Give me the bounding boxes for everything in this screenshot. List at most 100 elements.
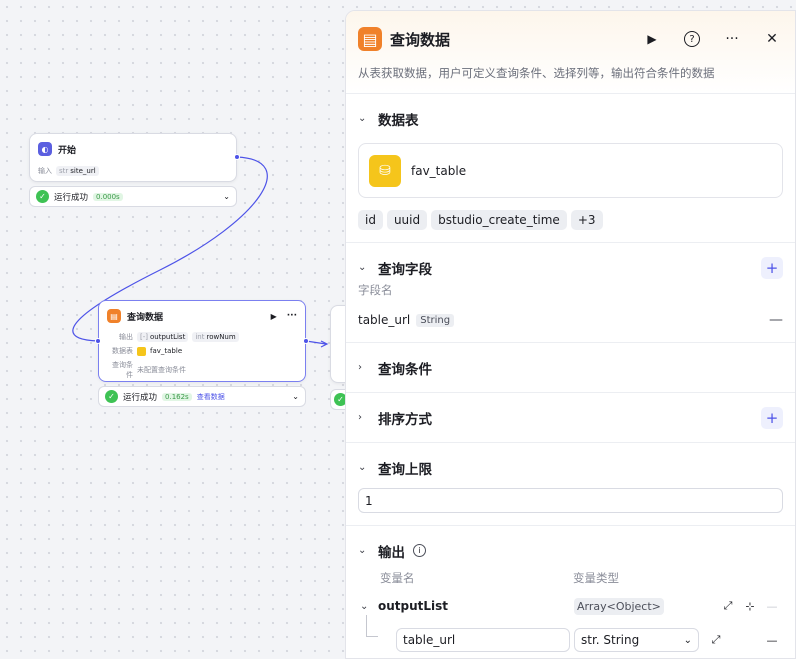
connection-lines — [72, 156, 329, 348]
start-output-port[interactable] — [234, 154, 240, 160]
section-table-header[interactable]: ⌄ 数据表 — [358, 94, 783, 143]
query-icon: ▤ — [107, 309, 121, 323]
output-var-name: outputList — [378, 599, 449, 613]
table-label: 数据表 — [112, 347, 133, 355]
status-text: 运行成功 — [123, 392, 158, 403]
output-var-type: Array<Object> — [574, 597, 664, 615]
section-table: ⌄ 数据表 ⛁ fav_table id uuid bstudio_create… — [346, 94, 795, 243]
chevron-right-icon[interactable]: › — [358, 362, 362, 373]
remove-icon[interactable]: — — [766, 599, 778, 613]
play-icon[interactable]: ▶ — [647, 32, 657, 46]
section-conditions-header[interactable]: › 查询条件 — [358, 343, 783, 392]
table-mini-icon — [137, 346, 146, 356]
tree-line — [366, 615, 378, 637]
child-name-input[interactable]: table_url — [396, 628, 570, 652]
section-title: 排序方式 — [378, 411, 432, 428]
section-sort-header[interactable]: › 排序方式 + — [358, 393, 783, 442]
field-row: table_url String — — [358, 304, 783, 336]
section-title: 查询条件 — [378, 361, 432, 378]
more-icon[interactable]: ··· — [286, 311, 297, 321]
section-title: 查询字段 — [378, 261, 432, 278]
child-type-value: str. String — [581, 633, 640, 647]
child-type-select[interactable]: str. String ⌄ — [574, 628, 699, 652]
chevron-down-icon[interactable]: ⌄ — [223, 192, 230, 201]
close-icon[interactable]: ✕ — [766, 31, 778, 47]
panel-header: ▤ 查询数据 ▶ ? ··· ✕ 从表获取数据，用户可定义查询条件、选择列等，输… — [346, 11, 795, 94]
chevron-down-icon[interactable]: ⌄ — [292, 392, 299, 401]
query-output-port[interactable] — [303, 338, 309, 344]
table-name: fav_table — [150, 347, 183, 355]
query-icon: ▤ — [358, 27, 382, 51]
query-node-title: 查询数据 — [127, 312, 164, 323]
condition-label: 查询条件 — [112, 361, 133, 379]
play-icon[interactable]: ▶ — [270, 311, 277, 321]
column-chips: id uuid bstudio_create_time +3 — [358, 198, 783, 242]
info-icon[interactable]: i — [413, 544, 426, 557]
expand-icon[interactable]: ⤢ — [711, 633, 721, 646]
var-name-header: 变量名 — [380, 571, 415, 585]
output-tag-list: [-]outputList — [137, 332, 189, 342]
success-icon: ✓ — [334, 393, 347, 406]
query-input-port[interactable] — [95, 338, 101, 344]
field-type: String — [416, 313, 455, 327]
output-label: 输出 — [119, 333, 133, 341]
column-chip: uuid — [386, 210, 428, 230]
panel-title: 查询数据 — [390, 30, 451, 49]
chevron-down-icon[interactable]: ⌄ — [358, 113, 367, 124]
section-title: 查询上限 — [378, 461, 432, 478]
chevron-down-icon[interactable]: ⌄ — [358, 462, 367, 473]
remove-icon[interactable]: — — [766, 633, 778, 647]
more-columns-chip[interactable]: +3 — [570, 210, 603, 230]
chevron-down-icon[interactable]: ⌄ — [360, 600, 369, 612]
node-config-panel: ▤ 查询数据 ▶ ? ··· ✕ 从表获取数据，用户可定义查询条件、选择列等，输… — [345, 10, 796, 659]
section-sort: › 排序方式 + — [346, 393, 795, 443]
status-text: 运行成功 — [54, 192, 89, 203]
status-time: 0.162s — [162, 392, 192, 401]
section-limit-header[interactable]: ⌄ 查询上限 — [358, 443, 783, 492]
input-label: 输入 — [38, 167, 52, 175]
section-fields: ⌄ 查询字段 + 字段名 table_url String — — [346, 243, 795, 343]
table-card[interactable]: ⛁ fav_table — [358, 143, 783, 198]
section-fields-header[interactable]: ⌄ 查询字段 + — [358, 243, 783, 292]
remove-field-button[interactable]: — — [769, 312, 783, 328]
chevron-right-icon[interactable]: › — [358, 412, 362, 423]
field-name-label: 字段名 — [358, 283, 393, 297]
field-name: table_url — [358, 313, 411, 327]
status-time: 0.000s — [93, 192, 123, 201]
section-title: 数据表 — [378, 112, 419, 129]
chevron-down-icon: ⌄ — [683, 634, 692, 646]
chevron-down-icon[interactable]: ⌄ — [358, 262, 367, 273]
add-field-button[interactable]: + — [761, 256, 783, 279]
more-icon[interactable]: ··· — [725, 31, 739, 47]
start-node-title: 开始 — [58, 145, 77, 156]
section-output: ⌄ 输出 i 变量名 变量类型 ⌄ outputList Array<Objec… — [346, 526, 795, 657]
success-icon: ✓ — [36, 190, 49, 203]
limit-input[interactable]: 1 — [358, 488, 783, 513]
column-chip: bstudio_create_time — [431, 210, 567, 230]
section-limit: ⌄ 查询上限 1 — [346, 443, 795, 526]
query-status-bar[interactable]: ✓ 运行成功 0.162s 查看数据 ⌄ — [98, 386, 306, 407]
chevron-down-icon[interactable]: ⌄ — [358, 545, 367, 556]
section-conditions: › 查询条件 — [346, 343, 795, 393]
output-child-row: table_url str. String ⌄ ⤢ — — [358, 615, 783, 657]
column-chip: id — [358, 210, 383, 230]
expand-icon[interactable]: ⤢ — [723, 599, 733, 612]
add-sort-button[interactable]: + — [761, 406, 783, 429]
panel-description: 从表获取数据，用户可定义查询条件、选择列等，输出符合条件的数据 — [358, 66, 715, 80]
start-icon: ◐ — [38, 142, 52, 156]
output-row: ⌄ outputList Array<Object> ⤢ ⊹ — — [358, 589, 783, 623]
help-icon[interactable]: ? — [681, 28, 703, 50]
condition-value: 未配置查询条件 — [137, 366, 186, 374]
var-type-header: 变量类型 — [573, 571, 619, 585]
start-status-bar[interactable]: ✓ 运行成功 0.000s ⌄ — [29, 186, 237, 207]
success-icon: ✓ — [105, 390, 118, 403]
section-title: 输出 — [378, 544, 405, 561]
view-data-link[interactable]: 查看数据 — [196, 392, 225, 401]
database-icon: ⛁ — [369, 154, 401, 187]
table-name: fav_table — [411, 163, 467, 178]
section-output-header[interactable]: ⌄ 输出 i — [358, 526, 783, 575]
add-child-icon[interactable]: ⊹ — [745, 599, 755, 613]
